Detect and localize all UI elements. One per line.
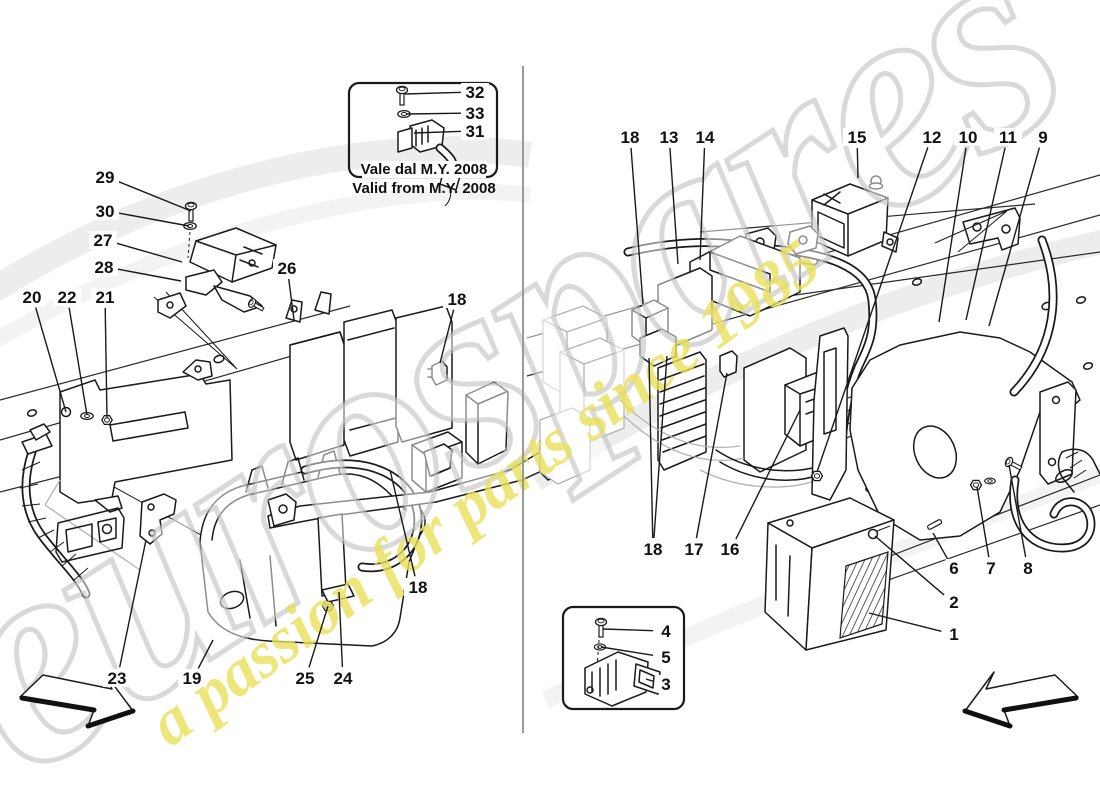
svg-text:16: 16 (721, 540, 740, 559)
callout-2: 2 (874, 535, 963, 612)
svg-text:27: 27 (94, 231, 113, 250)
svg-text:18: 18 (644, 540, 663, 559)
fusebox-assembly-26 (285, 291, 509, 493)
svg-text:10: 10 (959, 128, 978, 147)
callout-18: 18 (389, 469, 432, 597)
fuse-relay-cluster (619, 235, 837, 488)
screw-29 (184, 201, 198, 222)
svg-text:18: 18 (448, 290, 467, 309)
callout-24: 24 (329, 591, 357, 688)
svg-text:28: 28 (95, 258, 114, 277)
bracket-23 (139, 493, 177, 545)
svg-text:29: 29 (96, 168, 115, 187)
bracket-28 (185, 269, 223, 296)
nut-7 (969, 479, 983, 491)
svg-text:17: 17 (685, 540, 704, 559)
svg-text:18: 18 (621, 128, 640, 147)
svg-text:19: 19 (183, 669, 202, 688)
callout-25: 25 (291, 605, 329, 688)
callout-17: 17 (680, 372, 728, 559)
callout-1: 1 (868, 612, 963, 644)
bracket-20 (59, 359, 233, 513)
direction-arrow-right (962, 671, 1079, 729)
callout-9: 9 (988, 128, 1052, 327)
callout-13: 13 (655, 128, 683, 265)
svg-text:33: 33 (466, 104, 485, 123)
callout-30: 30 (91, 202, 190, 227)
callout-21: 21 (91, 288, 119, 419)
connector-17 (719, 350, 738, 378)
callout-32: 32 (404, 83, 489, 102)
callout-18: 18 (639, 355, 668, 559)
callout-26: 26 (273, 259, 301, 321)
callout-22: 22 (53, 288, 88, 416)
svg-text:26: 26 (278, 259, 297, 278)
svg-text:24: 24 (334, 669, 353, 688)
svg-text:6: 6 (949, 559, 958, 578)
callout-33: 33 (405, 104, 489, 123)
svg-text:7: 7 (986, 559, 995, 578)
callout-18: 18 (439, 290, 471, 364)
svg-text:20: 20 (23, 288, 42, 307)
svg-text:1: 1 (949, 625, 958, 644)
svg-text:5: 5 (661, 648, 670, 667)
svg-text:8: 8 (1023, 559, 1032, 578)
svg-text:23: 23 (108, 669, 127, 688)
svg-text:30: 30 (96, 202, 115, 221)
callout-6: 6 (932, 532, 963, 578)
callout-31: 31 (413, 122, 489, 141)
callout-20: 20 (18, 288, 67, 413)
callout-5: 5 (600, 646, 675, 667)
svg-text:11: 11 (999, 128, 1017, 147)
inset-bottom (561, 605, 686, 711)
callout-3: 3 (645, 675, 675, 694)
callout-19: 19 (178, 639, 214, 688)
svg-text:14: 14 (696, 128, 715, 147)
callout-23: 23 (103, 539, 147, 688)
inset-top-line1: Vale dal M.Y. 2008 (361, 161, 488, 178)
svg-text:21: 21 (96, 288, 115, 307)
callout-15: 15 (843, 128, 871, 179)
callout-27: 27 (89, 231, 183, 263)
ecu-1 (764, 497, 895, 651)
svg-text:2: 2 (949, 593, 958, 612)
shield-panel (849, 235, 1081, 541)
callout-10: 10 (938, 128, 982, 323)
svg-text:32: 32 (466, 83, 485, 102)
svg-text:4: 4 (661, 622, 671, 641)
callout-28: 28 (90, 258, 182, 282)
svg-text:18: 18 (409, 578, 428, 597)
callout-18: 18 (616, 128, 644, 305)
svg-text:3: 3 (661, 675, 670, 694)
callout-12: 12 (816, 128, 946, 473)
ecu-module-27 (157, 201, 277, 319)
svg-text:25: 25 (296, 669, 315, 688)
corrugated-hose (19, 423, 141, 599)
inset-top-line2: Valid from M.Y. 2008 (352, 180, 495, 197)
svg-text:9: 9 (1038, 128, 1047, 147)
relay-18-left (431, 360, 448, 386)
svg-text:12: 12 (923, 128, 942, 147)
svg-text:15: 15 (848, 128, 867, 147)
callout-7: 7 (976, 486, 1000, 578)
callout-4: 4 (602, 622, 675, 641)
chassis-right (526, 174, 1100, 591)
callout-29: 29 (91, 168, 192, 212)
callout-11: 11 (965, 128, 1022, 321)
harness-bracket-12 (810, 327, 933, 525)
svg-text:13: 13 (660, 128, 679, 147)
background-fuseboxes (539, 305, 625, 485)
callout-16: 16 (716, 409, 801, 559)
callout-8: 8 (1008, 464, 1037, 578)
svg-text:22: 22 (58, 288, 77, 307)
svg-text:31: 31 (466, 122, 485, 141)
inset-top: Vale dal M.Y. 2008 Valid from M.Y. 2008 (347, 81, 499, 207)
callout-14: 14 (691, 128, 719, 261)
right-view (526, 174, 1100, 651)
